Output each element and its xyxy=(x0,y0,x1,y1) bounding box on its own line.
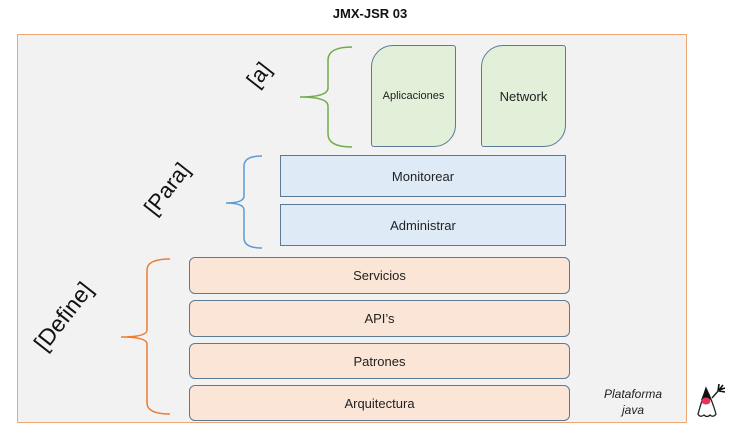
platform-line1: Plataforma xyxy=(603,387,663,401)
box-network: Network xyxy=(481,45,566,147)
box-administrar-label: Administrar xyxy=(390,217,456,233)
java-duke-icon xyxy=(697,383,726,418)
platform-line2: java xyxy=(621,403,644,417)
brace-a xyxy=(299,46,353,148)
box-aplicaciones-label: Aplicaciones xyxy=(382,90,445,102)
box-monitorear-label: Monitorear xyxy=(391,168,455,184)
box-patrones: Patrones xyxy=(189,343,570,379)
box-apis: API’s xyxy=(189,300,570,337)
box-monitorear: Monitorear xyxy=(280,155,566,197)
platform-caption: Plataforma java xyxy=(593,386,673,418)
box-arquitectura: Arquitectura xyxy=(189,385,570,421)
box-servicios: Servicios xyxy=(189,257,570,294)
box-administrar: Administrar xyxy=(280,204,566,246)
box-apis-label: API’s xyxy=(364,311,395,326)
box-aplicaciones: Aplicaciones xyxy=(371,45,456,147)
diagram-title: JMX-JSR 03 xyxy=(332,6,408,21)
box-patrones-label: Patrones xyxy=(353,353,406,369)
box-network-label: Network xyxy=(499,88,548,104)
box-arquitectura-label: Arquitectura xyxy=(344,395,415,411)
brace-para xyxy=(225,155,263,249)
box-servicios-label: Servicios xyxy=(353,268,406,283)
brace-define xyxy=(120,258,171,415)
